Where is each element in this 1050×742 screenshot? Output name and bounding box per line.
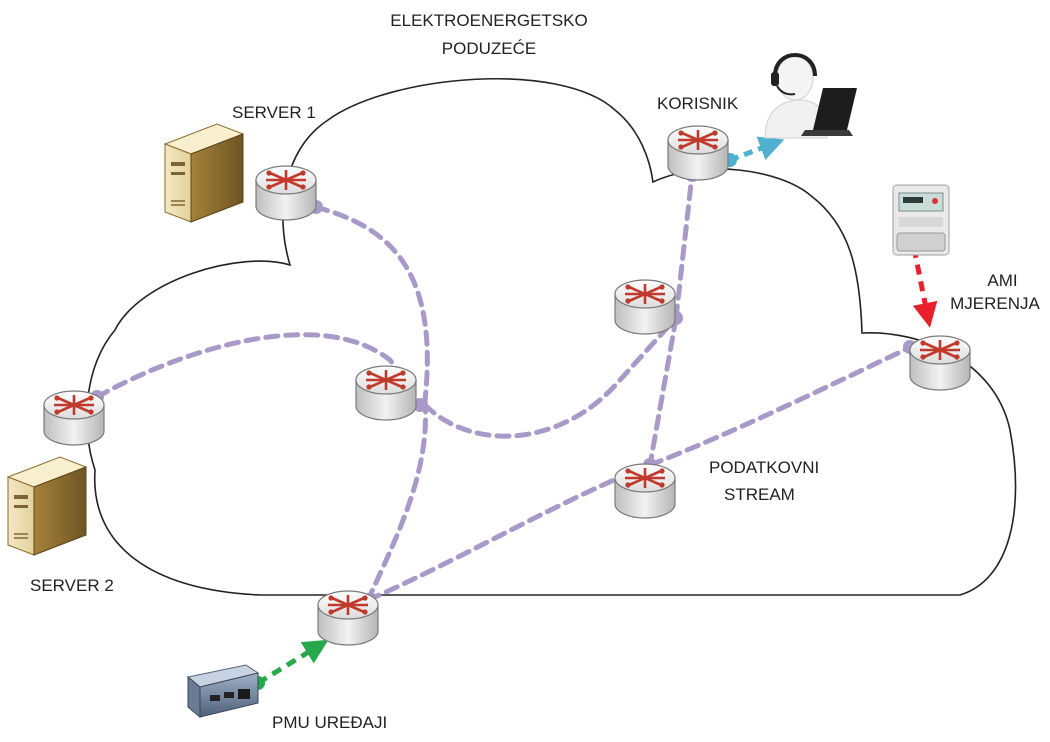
- server-2-icon: [6, 456, 88, 556]
- router-core-icon: [355, 365, 417, 421]
- link-core-right: [422, 315, 679, 439]
- utility-label-line1: ELEKTROENERGETSKO: [390, 11, 588, 30]
- router-left-icon: [43, 390, 105, 446]
- link-core-pmu: [365, 397, 429, 603]
- ami-label-line2: MJERENJA: [950, 294, 1040, 313]
- router-server1-icon: [255, 165, 317, 221]
- link-mid-stream: [647, 315, 679, 468]
- ami-label-line1: AMI: [987, 271, 1018, 290]
- router-mid-icon: [614, 279, 676, 335]
- utility-label-line2: PODUZEĆE: [441, 39, 537, 58]
- pmu-label: PMU UREĐAJI: [272, 713, 388, 732]
- user-label: KORISNIK: [657, 94, 739, 113]
- server-2-label: SERVER 2: [30, 576, 114, 595]
- link-endpoints: [90, 168, 917, 607]
- link-mid-user: [673, 172, 695, 321]
- router-user-icon: [667, 125, 729, 181]
- router-pmu-icon: [317, 590, 379, 646]
- data-links: [94, 172, 918, 603]
- link-left-core: [94, 332, 408, 400]
- stream-label-line1: PODATKOVNI: [709, 458, 820, 477]
- link-pmu-stream: [365, 462, 653, 603]
- pmu-link: [256, 639, 329, 686]
- router-ami-icon: [909, 335, 971, 391]
- server-1-label: SERVER 1: [232, 103, 316, 122]
- smart-meter-icon: [892, 184, 950, 256]
- server-1-icon: [163, 123, 245, 223]
- stream-label-line2: STREAM: [724, 485, 795, 504]
- link-stream-ami: [647, 342, 918, 468]
- user-headset-icon: [764, 53, 857, 139]
- link-server1-core: [313, 204, 430, 403]
- ami-link: [911, 247, 938, 328]
- user-link: [729, 136, 785, 163]
- pmu-device-icon: [186, 664, 260, 719]
- router-stream-icon: [614, 463, 676, 519]
